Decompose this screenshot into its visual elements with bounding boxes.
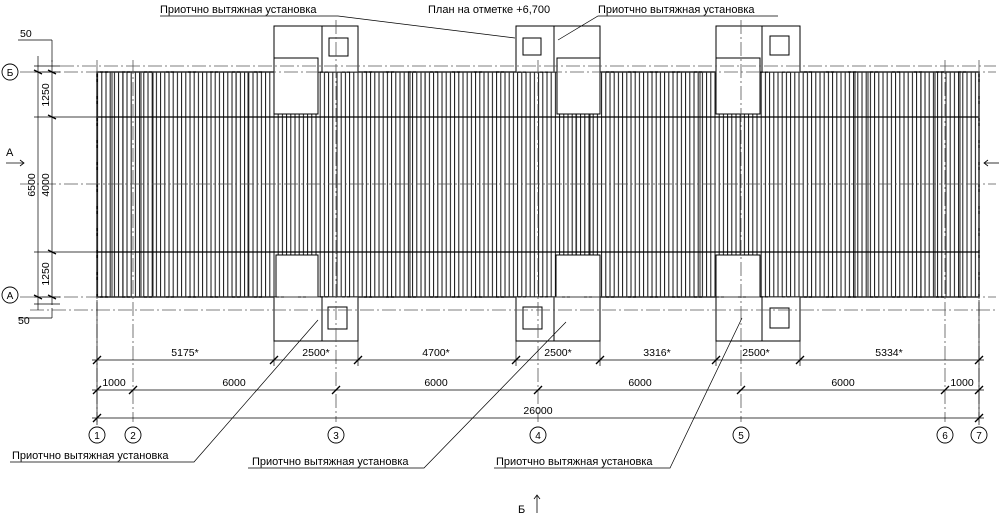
axis-label-3: 3 <box>333 431 339 442</box>
axis-label-b: Б <box>7 68 14 79</box>
axis-label-2: 2 <box>130 431 136 442</box>
dim-row1-6: 2500* <box>742 347 769 359</box>
svg-text:А: А <box>6 147 14 159</box>
row-axis-markers <box>1 63 19 304</box>
section-mark-b: Б <box>518 494 541 516</box>
dim-row2-1: 1000 <box>102 377 126 389</box>
callout-leaders <box>10 15 778 469</box>
dim-row1-2: 2500* <box>302 347 329 359</box>
axis-label-1: 1 <box>94 431 100 442</box>
callout-bottom-left: Приотчно вытяжная установка <box>12 450 169 462</box>
vent-unit-bottom-3 <box>715 254 801 342</box>
axis-label-6: 6 <box>942 431 948 442</box>
dim-total: 26000 <box>523 405 552 417</box>
vent-unit-top-3 <box>715 25 801 115</box>
dim-row1-7: 5334* <box>875 347 902 359</box>
callout-top-left: Приотчно вытяжная установка <box>160 4 317 16</box>
drawing-title: План на отметке +6,700 <box>428 4 550 16</box>
dim-row2-2: 6000 <box>222 377 246 389</box>
dim-row2-3: 6000 <box>424 377 448 389</box>
callout-bottom-center: Приотчно вытяжная установка <box>252 456 409 468</box>
axis-label-7: 7 <box>976 431 982 442</box>
callout-top-right: Приотчно вытяжная установка <box>598 4 755 16</box>
dim-row1-3: 4700* <box>422 347 449 359</box>
section-mark-a: А <box>6 147 999 167</box>
dim-row1-5: 3316* <box>643 347 670 359</box>
vent-unit-top-1 <box>273 25 359 115</box>
vertical-dim-4000: 4000 <box>40 173 52 197</box>
dim-row1-4: 2500* <box>544 347 571 359</box>
axis-label-5: 5 <box>738 431 744 442</box>
dim-row2-5: 6000 <box>831 377 855 389</box>
offset-bottom-dim: 50 <box>18 315 30 327</box>
dim-row2-4: 6000 <box>628 377 652 389</box>
vent-unit-top-2 <box>515 25 601 115</box>
axis-label-4: 4 <box>535 431 541 442</box>
vertical-dimension-lines <box>18 39 97 319</box>
callout-bottom-right: Приотчно вытяжная установка <box>496 456 653 468</box>
dim-row2-6: 1000 <box>950 377 974 389</box>
vertical-dim-total: 6500 <box>26 173 38 197</box>
grid-axis-lines <box>20 20 996 422</box>
dim-row1-1: 5175* <box>171 347 198 359</box>
vertical-dim-1250-top: 1250 <box>40 83 52 107</box>
horizontal-dimension-lines <box>92 300 984 425</box>
offset-top-dim: 50 <box>20 28 32 40</box>
axis-label-a: А <box>7 291 14 302</box>
vertical-dim-1250-bottom: 1250 <box>40 262 52 286</box>
vent-unit-bottom-2 <box>515 254 601 342</box>
svg-text:Б: Б <box>518 504 525 516</box>
column-axis-markers <box>88 426 988 444</box>
